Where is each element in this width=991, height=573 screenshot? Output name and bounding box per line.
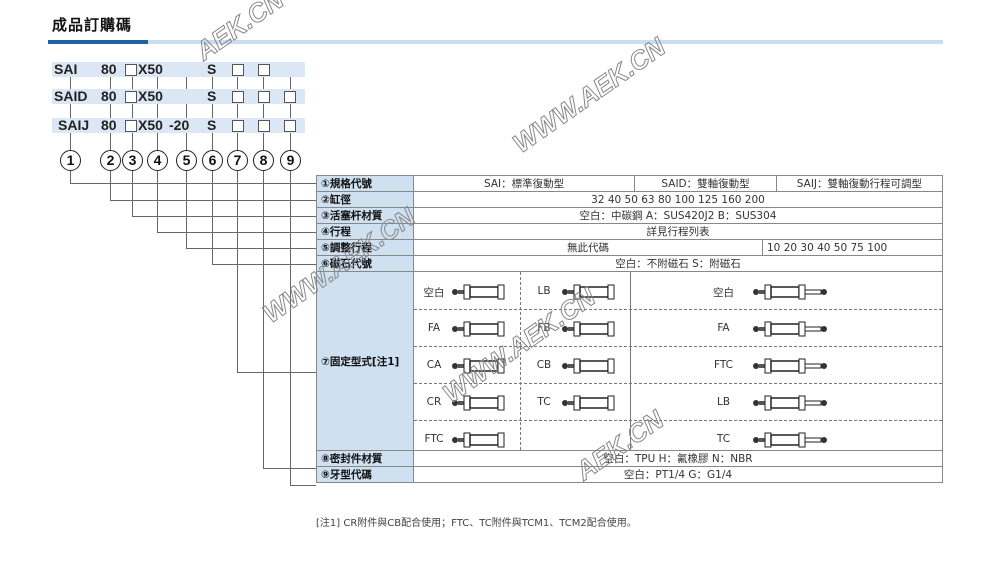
code-position-circle: 3 bbox=[122, 150, 143, 171]
footnote: [注1] CR附件與CB配合使用；FTC、TC附件與TCM1、TCM2配合使用。 bbox=[316, 518, 637, 529]
mount-option: FTC bbox=[418, 430, 510, 453]
mounting-types: 空白 LB 空白 FA FB FA CA CB FTC CR TC LB FTC TC bbox=[413, 271, 943, 453]
code-part: 80 bbox=[101, 61, 117, 77]
code-position-circle: 4 bbox=[147, 150, 168, 171]
mount-label: 空白 bbox=[423, 287, 445, 299]
cylinder-icon bbox=[562, 395, 615, 411]
code-position-circle: 6 bbox=[202, 150, 223, 171]
title-rule bbox=[148, 40, 943, 44]
cylinder-icon bbox=[452, 321, 505, 337]
cylinder-icon bbox=[562, 321, 615, 337]
code-position-circle: 5 bbox=[176, 150, 197, 171]
mount-option: 空白 bbox=[418, 282, 510, 305]
table-row: ④行程詳見行程列表 bbox=[316, 223, 943, 240]
code-position-circle: 2 bbox=[100, 150, 121, 171]
code-part: 80 bbox=[101, 88, 117, 104]
cylinder-icon bbox=[452, 358, 505, 374]
table-row: ⑧密封件材質空白：TPU H：氟橡膠 N：NBR bbox=[316, 450, 943, 467]
code-part: SAIJ bbox=[58, 117, 90, 133]
option-box bbox=[258, 120, 270, 132]
option-box bbox=[125, 120, 137, 132]
code-part: SAI bbox=[54, 61, 78, 77]
option-box bbox=[232, 91, 244, 103]
mount-label: TC bbox=[537, 396, 551, 408]
code-part: SAID bbox=[54, 88, 88, 104]
code-part: X50 bbox=[138, 61, 163, 77]
mount-label: LB bbox=[537, 285, 551, 297]
mount-label: CA bbox=[426, 359, 442, 371]
option-box bbox=[284, 91, 296, 103]
mount-option: CA bbox=[418, 356, 510, 379]
code-part: -20 bbox=[169, 117, 190, 133]
mount-option: 空白 bbox=[696, 282, 831, 305]
mount-label: CB bbox=[536, 359, 552, 371]
table-row: ①規格代號 SAI：標準復動型 SAID：雙軸復動型 SAIJ：雙軸復動行程可調… bbox=[316, 175, 943, 192]
cylinder-icon bbox=[753, 395, 827, 411]
code-part: S bbox=[207, 61, 217, 77]
option-box bbox=[284, 120, 296, 132]
code-part: S bbox=[207, 117, 217, 133]
mount-option: TC bbox=[696, 430, 831, 453]
spec-table: ①規格代號 SAI：標準復動型 SAID：雙軸復動型 SAIJ：雙軸復動行程可調… bbox=[316, 175, 943, 483]
option-box bbox=[125, 64, 137, 76]
mount-option: TC bbox=[528, 393, 620, 416]
code-example-row: SAIJ 80 X50 -20 S bbox=[52, 117, 305, 133]
watermark: AEK.CN bbox=[190, 0, 290, 66]
cylinder-icon bbox=[562, 358, 615, 374]
mount-label: FA bbox=[717, 322, 730, 334]
table-row: ③活塞杆材質空白：中碳鋼 A：SUS420J2 B：SUS304 bbox=[316, 207, 943, 224]
mount-label: FTC bbox=[424, 433, 444, 445]
option-box bbox=[258, 91, 270, 103]
title-underline bbox=[48, 40, 148, 44]
cylinder-icon bbox=[753, 321, 827, 337]
mount-label: FB bbox=[537, 322, 551, 334]
mount-label: FTC bbox=[714, 359, 733, 371]
table-row: ⑥磁石代號空白：不附磁石 S：附磁石 bbox=[316, 255, 943, 272]
code-part: 80 bbox=[101, 117, 117, 133]
cylinder-icon bbox=[452, 432, 505, 448]
cylinder-icon bbox=[452, 284, 505, 300]
mount-option: CR bbox=[418, 393, 510, 416]
option-box bbox=[232, 120, 244, 132]
cylinder-icon bbox=[753, 284, 827, 300]
mount-label: LB bbox=[716, 396, 731, 408]
mount-option: LB bbox=[696, 393, 831, 416]
mount-option: LB bbox=[528, 282, 620, 305]
mount-label: 空白 bbox=[713, 287, 734, 299]
cylinder-icon bbox=[753, 432, 827, 448]
option-box bbox=[232, 64, 244, 76]
code-position-circle: 1 bbox=[60, 150, 81, 171]
cylinder-icon bbox=[753, 358, 827, 374]
code-part: S bbox=[207, 88, 217, 104]
cylinder-icon bbox=[452, 395, 505, 411]
watermark: WWW.AEK.CN bbox=[507, 31, 672, 159]
table-row: ⑨牙型代碼空白：PT1/4 G：G1/4 bbox=[316, 466, 943, 483]
mount-label: TC bbox=[716, 433, 731, 445]
mount-option: FA bbox=[696, 319, 831, 342]
mount-option: FB bbox=[528, 319, 620, 342]
page-title: 成品訂購碼 bbox=[52, 16, 133, 34]
mount-option: CB bbox=[528, 356, 620, 379]
code-part: X50 bbox=[138, 117, 163, 133]
mount-option: FA bbox=[418, 319, 510, 342]
code-position-circle: 8 bbox=[253, 150, 274, 171]
option-box bbox=[125, 91, 137, 103]
code-position-circle: 9 bbox=[280, 150, 301, 171]
mount-label: CR bbox=[426, 396, 442, 408]
mount-option: FTC bbox=[696, 356, 831, 379]
mount-label: FA bbox=[427, 322, 441, 334]
code-example-row: SAI 80 X50 S bbox=[52, 61, 305, 77]
code-part: X50 bbox=[138, 88, 163, 104]
code-example-row: SAID 80 X50 S bbox=[52, 88, 305, 104]
option-box bbox=[258, 64, 270, 76]
cylinder-icon bbox=[562, 284, 615, 300]
code-position-circle: 7 bbox=[227, 150, 248, 171]
